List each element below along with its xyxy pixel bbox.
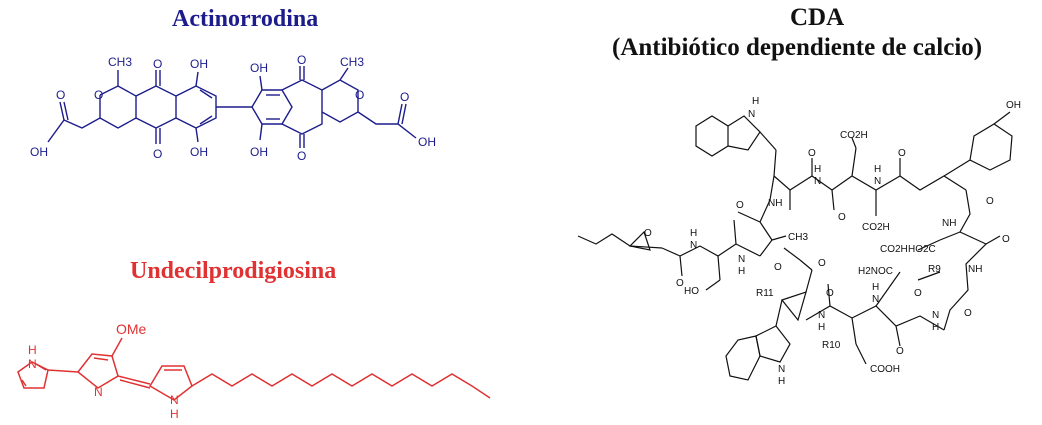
label-ome: OMe [116,321,147,337]
label-nh-right-n: N [170,393,179,407]
label-indole-top-h: H [752,96,759,107]
label-h-2: H [874,164,881,175]
cda-title: CDA [790,4,845,31]
label-nh-right-h: H [170,407,179,421]
label-indole-bottom-h: H [778,376,785,387]
cda-subtitle: (Antibiótico dependiente de calcio) [612,34,983,61]
label-nh-2: NH [942,218,956,229]
cda-structure [577,111,1013,381]
label-o-ring-left: O [94,88,103,102]
label-o-epox: O [644,228,652,239]
label-o-9: O [896,346,904,357]
label-ch3-right: CH3 [340,55,364,69]
label-r9: R9 [928,264,941,275]
label-o-5: O [1002,234,1010,245]
actinorrodina-structure [47,66,417,148]
label-n-middle: N [94,385,103,399]
label-ch3-left: CH3 [108,55,132,69]
label-indole-top-n: N [748,109,755,120]
label-n-5: N [872,294,879,305]
label-nh-3: NH [968,264,982,275]
label-n-1: N [814,176,821,187]
label-nh-left-n: N [28,357,37,371]
undecil-atom-labels: OMe H N N N H [28,321,179,421]
label-acid-right-o: O [400,90,409,104]
label-co2h-3: CO2H [880,244,908,255]
undecilprodigiosina-structure [17,337,491,401]
label-r11: R11 [756,288,774,299]
label-o-8: O [826,288,834,299]
label-oh-phenol: OH [1006,100,1021,111]
undecilprodigiosina-title: Undecilprodigiosina [130,258,337,284]
label-o-4: O [986,196,994,207]
label-n-6: N [932,310,939,321]
label-indole-bottom-n: N [778,364,785,375]
label-oh-bottom-2: OH [250,145,268,159]
label-ketone-tr: O [297,53,306,67]
label-h2noc: H2NOC [858,266,893,277]
label-nh-1: NH [768,198,782,209]
label-h-3: H [738,266,745,277]
label-cooh: COOH [870,364,900,375]
label-o-ester: O [774,262,782,273]
label-o-7: O [818,258,826,269]
label-oh-top-2: OH [250,61,268,75]
label-r10: R10 [822,340,841,351]
label-o-ring-right: O [355,88,364,102]
label-n-2: N [874,176,881,187]
label-oh-bottom-1: OH [190,145,208,159]
label-ketone-br: O [297,149,306,163]
label-ketone-tl: O [153,57,162,71]
label-o-6: O [736,200,744,211]
label-n-left: N [690,240,697,251]
label-n-4: N [818,310,825,321]
actinorrodina-title: Actinorrodina [172,6,319,32]
label-co2h-1: CO2H [840,130,868,141]
cda-atom-labels: H N CO2H OH NH O N H O N H O CO2H CO2H N… [644,96,1021,387]
label-acid-left-o: O [56,88,65,102]
label-o-11: O [964,308,972,319]
label-h-5: H [872,282,879,293]
label-acid-right-oh: OH [418,135,436,149]
label-ketone-bl: O [153,147,162,161]
label-co2h-2: CO2H [862,222,890,233]
label-acid-left-oh: OH [30,145,48,159]
label-nh-left-h: H [28,343,37,357]
label-o-3: O [898,148,906,159]
label-o-2: O [838,212,846,223]
label-oh-top-1: OH [190,57,208,71]
label-ch3: CH3 [788,232,808,243]
label-h-left: H [690,228,697,239]
label-ho2c: HO2C [908,244,936,255]
actinorrodina-atom-labels: CH3 CH3 OH OH OH OH O O O O O O OH O O O… [30,53,436,163]
label-o-1: O [808,148,816,159]
label-ho-left: HO [684,286,699,297]
label-o-10: O [914,288,922,299]
label-h-1: H [814,164,821,175]
label-n-3: N [738,254,745,265]
label-h-4: H [818,322,825,333]
label-h-6: H [932,322,939,333]
label-o-left: O [676,278,684,289]
